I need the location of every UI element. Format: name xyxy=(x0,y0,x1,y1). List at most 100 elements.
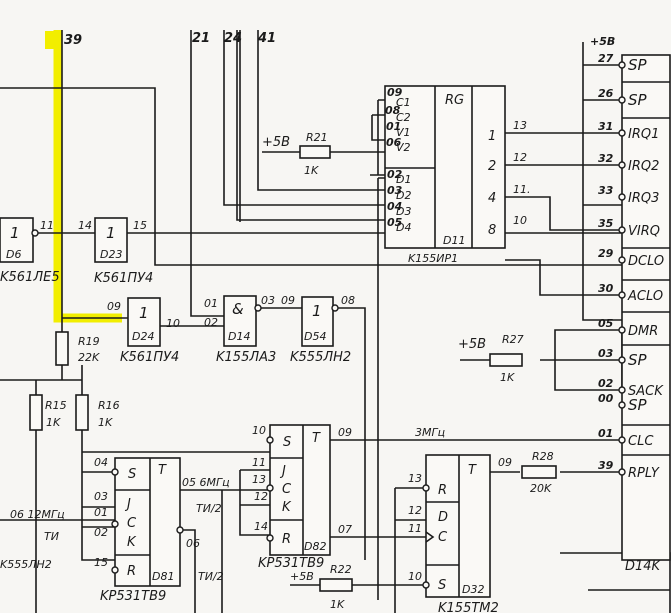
label: 41 xyxy=(257,31,276,46)
connector-pin-number: 35 xyxy=(598,217,614,230)
label: S xyxy=(438,578,446,593)
label: D2 xyxy=(396,189,411,202)
pin-marker xyxy=(618,436,626,444)
label: 01 xyxy=(204,297,218,310)
label: R21 xyxy=(306,131,328,144)
label: 22K xyxy=(78,351,100,364)
highlight-marker xyxy=(45,31,59,49)
label: 2 xyxy=(488,159,496,174)
label: 10 xyxy=(252,424,266,437)
label: V1 xyxy=(396,126,411,139)
label: KP531TB9 xyxy=(258,556,324,571)
label: D3 xyxy=(396,205,411,218)
label: 1 xyxy=(488,129,496,144)
connector-pin-number: 02 xyxy=(598,377,614,390)
label: 14 xyxy=(254,520,268,533)
label: ТИ/2 xyxy=(198,570,224,583)
label: R15 xyxy=(45,399,67,412)
label: 09 xyxy=(387,86,403,99)
resistor-r22: +5В R22 1K xyxy=(290,563,353,611)
connector-pin-number: 31 xyxy=(598,120,613,133)
pin-marker xyxy=(618,96,626,104)
connector-d14k: +5В D14K xyxy=(590,35,671,574)
label: 02 xyxy=(94,526,108,539)
label: D14K xyxy=(625,559,662,574)
bus-labels: 39 21 24 41 xyxy=(64,31,276,48)
label: 04 xyxy=(94,456,108,469)
connector-pin-number: 30 xyxy=(598,282,614,295)
label: 1 xyxy=(139,304,149,322)
label: 15 xyxy=(94,556,108,569)
label: 06 12МГц xyxy=(10,508,65,521)
label: 06 xyxy=(386,136,402,149)
pin-marker xyxy=(618,401,626,409)
label: D24 xyxy=(132,330,154,343)
label: 01 xyxy=(94,506,108,519)
connector-pin-number: 39 xyxy=(598,459,614,472)
label: 08 xyxy=(385,104,401,117)
label: 11. xyxy=(513,183,531,196)
label: 09 xyxy=(107,300,121,313)
label: 11 xyxy=(408,522,422,535)
flipflop-d82: S T J C K R D82 KP531TB9 10 11 13 12 14 … xyxy=(252,424,352,571)
connector-pin-number: 01 xyxy=(598,427,613,440)
label: K555ЛН2 xyxy=(0,558,52,571)
pin-marker xyxy=(618,129,626,137)
label: +5В xyxy=(262,135,290,150)
label: 03 xyxy=(261,294,275,307)
connector-pin-name: CLC xyxy=(628,434,654,449)
connector-pin-name: SP xyxy=(628,91,648,109)
label: 04 xyxy=(387,200,402,213)
label: +5В xyxy=(458,337,486,352)
label: 11 xyxy=(40,219,54,232)
label: D6 xyxy=(6,248,21,261)
gate-d23: 1 D23 K561ПУ4 14 15 xyxy=(78,217,153,286)
label: T xyxy=(312,431,321,446)
connector-pin-name: IRQ3 xyxy=(628,191,659,206)
label: D11 xyxy=(443,234,465,247)
label: 14 xyxy=(78,219,92,232)
label: 13 xyxy=(513,119,527,132)
label: T xyxy=(158,463,167,478)
label: D81 xyxy=(152,570,174,583)
resistor-r27: +5В R27 1K xyxy=(458,333,524,384)
label: J xyxy=(124,497,131,512)
label: R xyxy=(438,483,447,498)
label: 10 xyxy=(513,214,527,227)
label: 13 xyxy=(408,472,422,485)
label: 13 xyxy=(252,473,266,486)
label: & xyxy=(232,300,244,318)
connector-pin-name: SP xyxy=(628,351,648,369)
pin-marker xyxy=(618,468,626,476)
label: S xyxy=(128,467,136,482)
label: R27 xyxy=(502,333,524,346)
connector-pin-number: 32 xyxy=(598,152,614,165)
gate-d6: 1 D6 K561ЛЕ5 11 xyxy=(0,217,60,285)
label: C1 xyxy=(396,96,411,109)
label: T xyxy=(468,463,477,478)
label: 08 xyxy=(341,294,355,307)
label: 1K xyxy=(98,416,113,429)
label: J xyxy=(279,464,286,479)
label: K561ПУ4 xyxy=(94,271,153,286)
label: 03 xyxy=(387,184,403,197)
label: 1 xyxy=(106,224,116,242)
label: C2 xyxy=(396,111,411,124)
label: 20K xyxy=(530,482,552,495)
connector-pin-number: 00 xyxy=(598,392,614,405)
label: R28 xyxy=(532,450,554,463)
connector-pin-name: DMR xyxy=(628,324,658,339)
gate-d54: 1 D54 K555ЛН2 09 08 xyxy=(281,294,355,365)
connector-pin-number: 03 xyxy=(598,347,614,360)
label: 12 xyxy=(254,490,268,503)
resistor-r21: +5В R21 1K xyxy=(262,131,331,177)
label: D xyxy=(438,510,448,525)
label: R xyxy=(282,532,291,547)
label: 1K xyxy=(304,164,319,177)
label: C xyxy=(438,530,448,545)
connector-pin-number: 27 xyxy=(598,52,614,65)
register-d11: RG D11 K155ИР1 C1 C2 V1 V2 D1 D2 D3 D4 0… xyxy=(384,85,531,265)
connector-pin-name: SP xyxy=(628,396,648,414)
label: K555ЛН2 xyxy=(290,350,351,365)
